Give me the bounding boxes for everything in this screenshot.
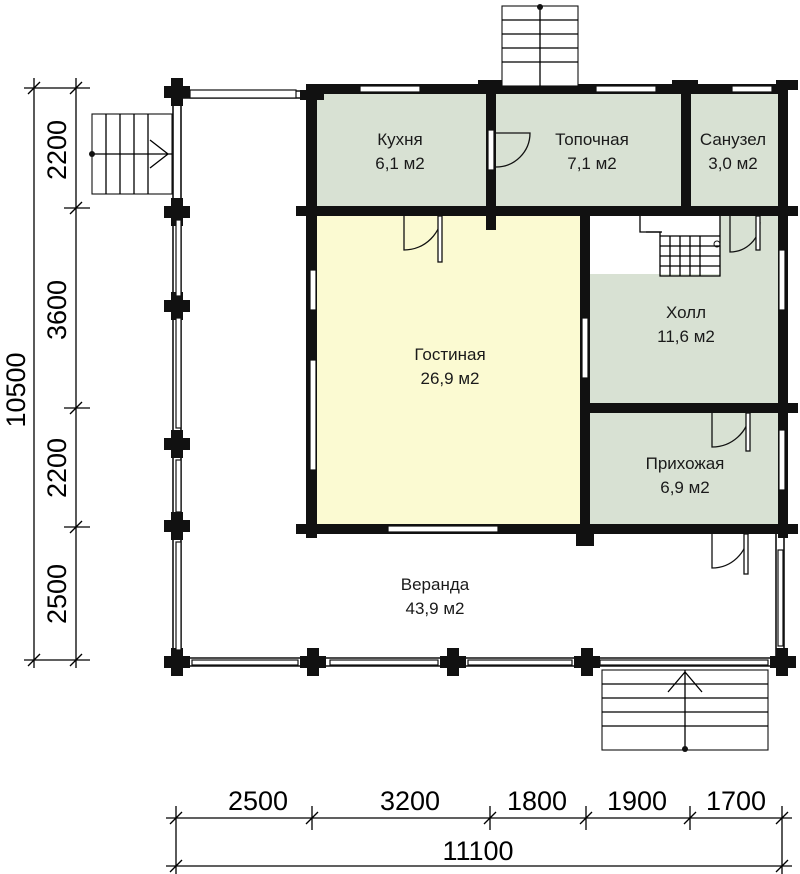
boiler-name: Топочная (555, 130, 629, 149)
kitchen-floor (313, 92, 493, 212)
dim-horizontal-1: 2500 (228, 786, 288, 816)
doors (403, 49, 761, 575)
windows (175, 85, 786, 666)
stairs-top (501, 4, 579, 87)
dim-horizontal-5: 1700 (706, 786, 766, 816)
room-labels: Кухня 6,1 м2 Топочная 7,1 м2 Санузел 3,0… (375, 130, 766, 618)
bathroom-name: Санузел (700, 130, 766, 149)
veranda-name: Веранда (401, 575, 470, 594)
stairs-hall (590, 216, 721, 277)
living-area: 26,9 м2 (421, 369, 480, 388)
veranda-area: 43,9 м2 (406, 599, 465, 618)
dim-horizontal-4: 1900 (607, 786, 667, 816)
stairs-left (89, 113, 173, 195)
boiler-area: 7,1 м2 (567, 154, 617, 173)
vertical-dimensions: 10500 2200 3600 2200 2500 (1, 78, 90, 668)
veranda-posts (164, 78, 796, 676)
dim-vertical-1: 2200 (42, 120, 72, 180)
boiler-floor (492, 92, 687, 212)
stairs-bottom (601, 669, 769, 752)
hall-area: 11,6 м2 (657, 327, 715, 346)
kitchen-name: Кухня (377, 130, 423, 149)
entry-name: Прихожая (646, 454, 725, 473)
horizontal-dimensions: 2500 3200 1800 1900 1700 11100 (166, 786, 792, 874)
dim-vertical-3: 2200 (42, 438, 72, 498)
kitchen-area: 6,1 м2 (375, 154, 425, 173)
dim-horizontal-3: 1800 (507, 786, 567, 816)
dim-horizontal-2: 3200 (380, 786, 440, 816)
dim-vertical-4: 2500 (42, 564, 72, 624)
living-name: Гостиная (414, 345, 485, 364)
dim-horizontal-total: 11100 (442, 836, 513, 866)
bathroom-floor (686, 92, 778, 212)
bathroom-area: 3,0 м2 (708, 154, 758, 173)
entry-area: 6,9 м2 (660, 478, 710, 497)
hall-name: Холл (666, 303, 706, 322)
living-floor (313, 213, 585, 531)
dim-vertical-total: 10500 (1, 352, 31, 427)
dim-vertical-2: 3600 (42, 280, 72, 340)
